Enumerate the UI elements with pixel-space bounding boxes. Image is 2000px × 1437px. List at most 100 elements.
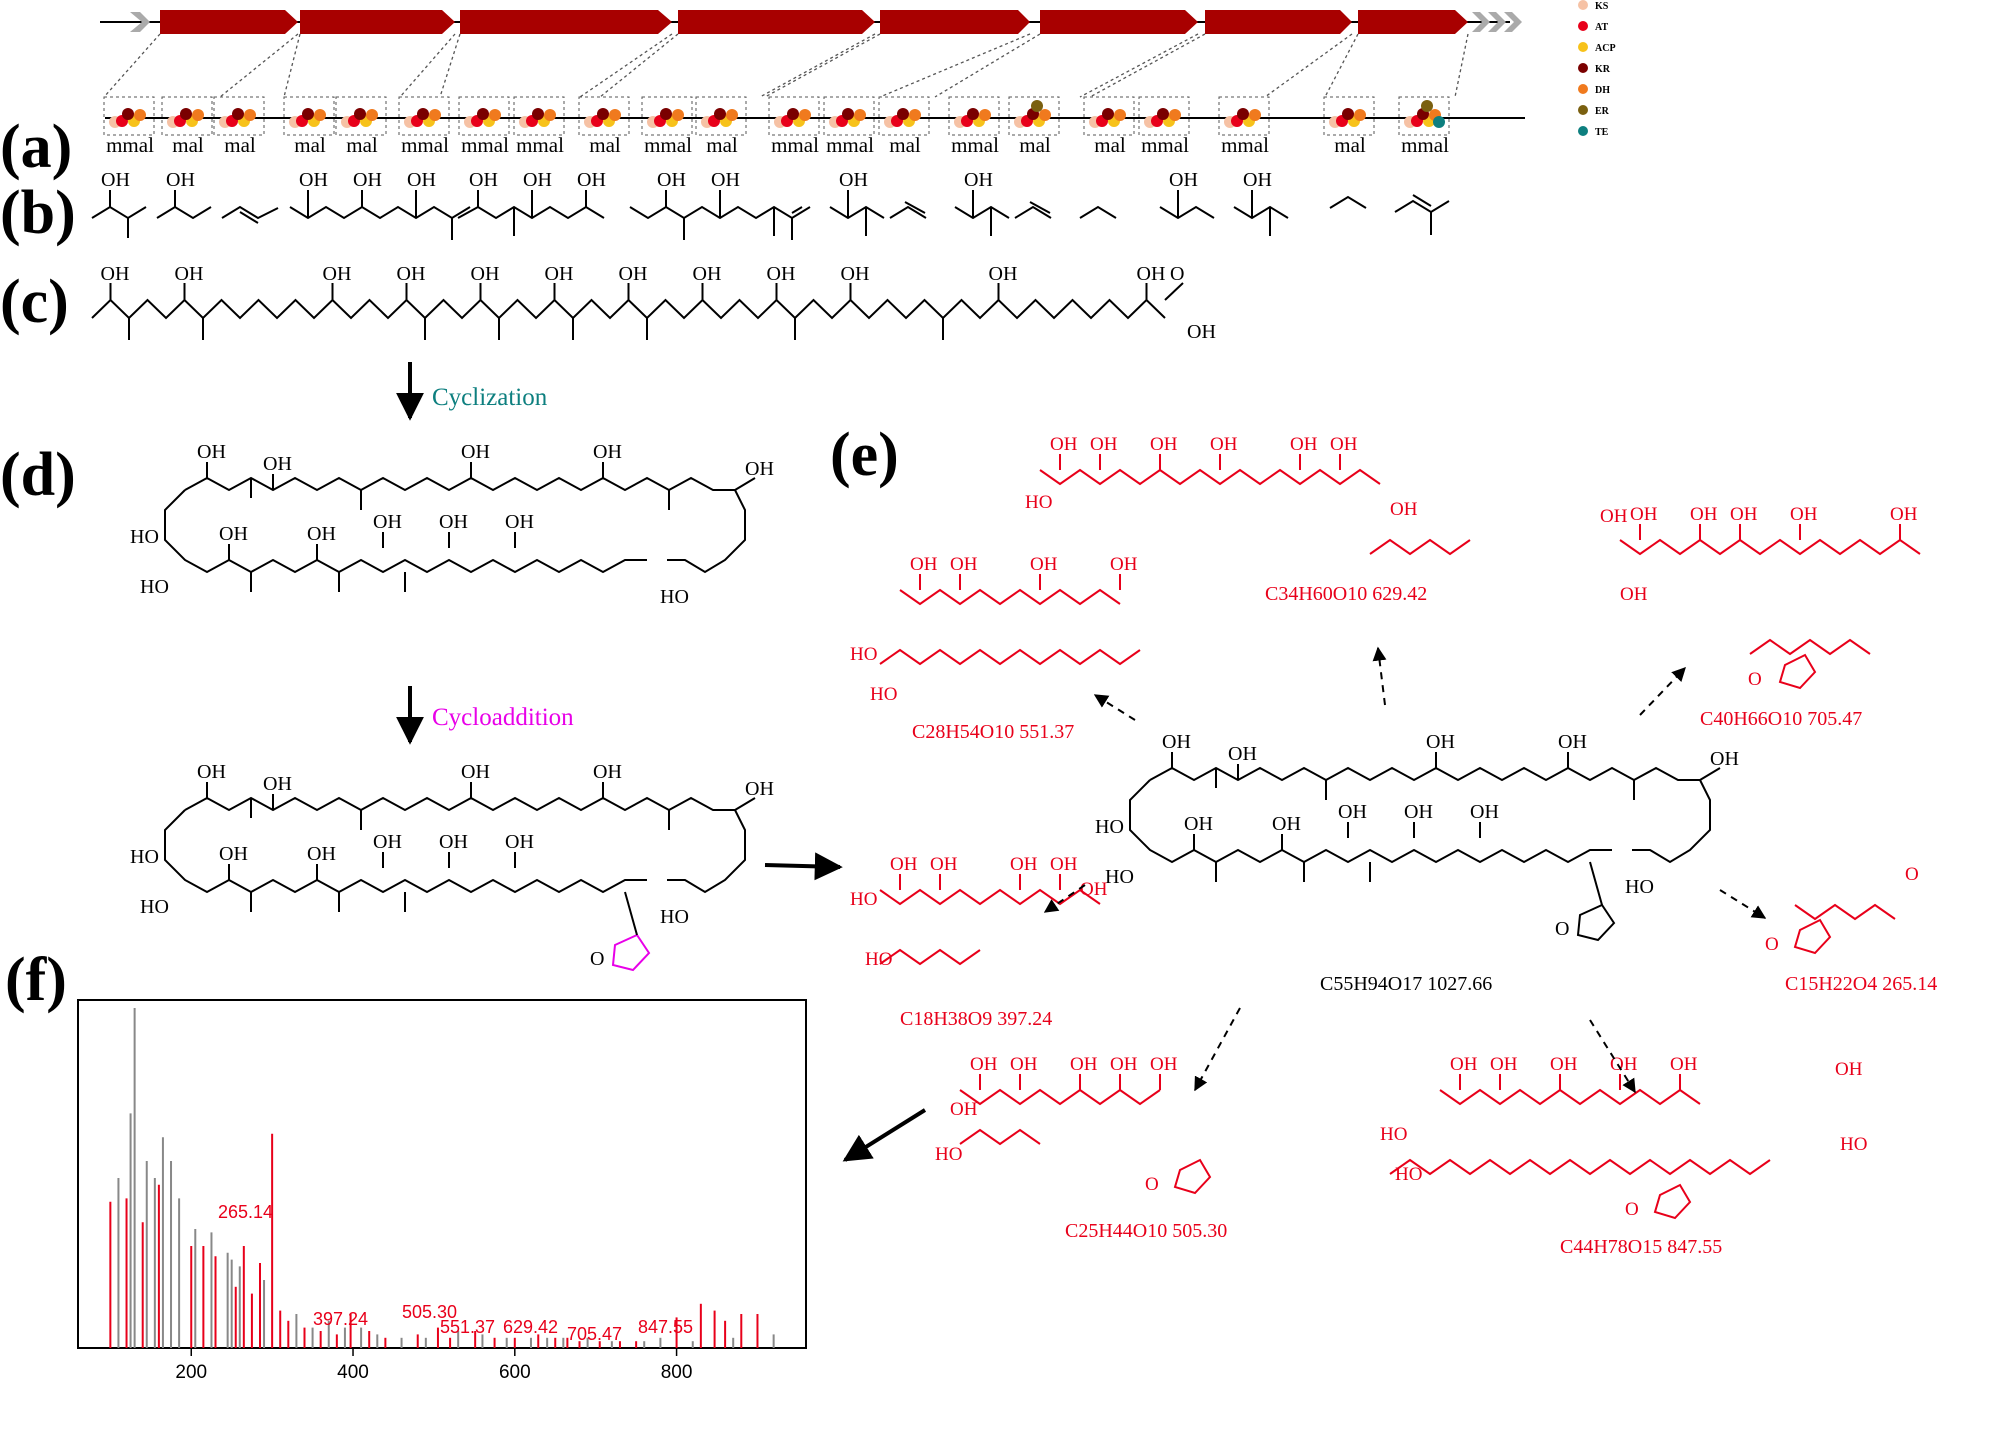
reaction-label-cyclization: Cyclization bbox=[432, 384, 548, 411]
domain-dot bbox=[354, 108, 366, 120]
gene-arrow bbox=[880, 10, 1030, 34]
domain-dot bbox=[180, 108, 192, 120]
module-box bbox=[695, 96, 747, 136]
module-substrate-label: mal bbox=[1019, 133, 1051, 157]
domain-dot bbox=[1102, 108, 1114, 120]
oh-label: OH bbox=[767, 263, 796, 285]
fragment-formula-629: C34H60O10 629.42 bbox=[1265, 583, 1427, 605]
parent-formula: C55H94O17 1027.66 bbox=[1320, 973, 1492, 995]
module-box bbox=[283, 96, 335, 136]
oh-label: OH bbox=[693, 263, 722, 285]
domain-dot bbox=[714, 108, 726, 120]
domain-dot bbox=[192, 109, 204, 121]
module-box bbox=[768, 96, 820, 136]
module-substrate-label: mmal bbox=[951, 133, 999, 157]
oh-label: OH bbox=[1184, 813, 1213, 835]
gene-cluster bbox=[100, 10, 1522, 34]
panel-label-f: (f) bbox=[5, 946, 67, 1014]
x-tick-label: 800 bbox=[661, 1362, 693, 1383]
oxygen-label: O bbox=[1905, 864, 1919, 885]
oh-label: OH bbox=[1558, 731, 1587, 753]
oxygen-label: O bbox=[1625, 1199, 1639, 1220]
gene-arrow bbox=[678, 10, 875, 34]
domain-dot bbox=[1249, 109, 1261, 121]
oh-label: OH bbox=[1210, 434, 1238, 455]
domain-dot bbox=[1433, 116, 1445, 128]
oh-label: OH bbox=[745, 458, 774, 480]
oh-label: OH bbox=[219, 523, 248, 545]
fragmentation-arrows bbox=[1043, 646, 1767, 1094]
oh-label: OH bbox=[439, 511, 468, 533]
fragment-formula-505: C25H44O10 505.30 bbox=[1065, 1220, 1227, 1242]
module-substrate-label: mal bbox=[889, 133, 921, 157]
legend-swatch bbox=[1578, 63, 1588, 73]
module-box bbox=[1083, 96, 1135, 136]
ho-label: HO bbox=[1105, 866, 1134, 888]
oxygen-label: O bbox=[590, 948, 604, 970]
oh-label: OH bbox=[219, 843, 248, 865]
peak-label: 847.55 bbox=[638, 1317, 693, 1337]
domain-dot bbox=[232, 108, 244, 120]
gene-arrow bbox=[1040, 10, 1198, 34]
oxygen-label: O bbox=[1145, 1174, 1159, 1195]
legend-swatch bbox=[1578, 105, 1588, 115]
legend-label: ER bbox=[1595, 106, 1610, 117]
oh-label: OH bbox=[1137, 263, 1166, 285]
oh-label: OH bbox=[1090, 434, 1118, 455]
domain-dot bbox=[979, 109, 991, 121]
domain-dot bbox=[417, 108, 429, 120]
fragment-formula-551: C28H54O10 551.37 bbox=[912, 721, 1074, 743]
domain-dot bbox=[532, 108, 544, 120]
gene-arrow bbox=[1205, 10, 1352, 34]
gene-arrow bbox=[460, 10, 672, 34]
oh-label: OH bbox=[657, 169, 686, 191]
ho-label: HO bbox=[1095, 816, 1124, 838]
oh-label: OH bbox=[166, 169, 195, 191]
module-substrate-label: mal bbox=[1334, 133, 1366, 157]
oh-label: OH bbox=[1690, 504, 1718, 525]
ho-label: HO bbox=[140, 576, 169, 598]
oh-label: OH bbox=[439, 831, 468, 853]
domain-dot bbox=[1031, 100, 1043, 112]
oh-label: OH bbox=[1470, 801, 1499, 823]
oh-label: OH bbox=[101, 263, 130, 285]
oh-label: OH bbox=[841, 263, 870, 285]
module-substrate-label: mal bbox=[706, 133, 738, 157]
domain-dot bbox=[122, 108, 134, 120]
module-box bbox=[641, 96, 693, 136]
module-substrate-label: mal bbox=[294, 133, 326, 157]
oh-label: OH bbox=[1272, 813, 1301, 835]
module-substrate-label: mal bbox=[346, 133, 378, 157]
oh-label: OH bbox=[263, 453, 292, 475]
domain-dot bbox=[726, 109, 738, 121]
oh-label: OH bbox=[1187, 321, 1216, 343]
module-box bbox=[1008, 96, 1060, 136]
module-box bbox=[578, 96, 630, 136]
domain-dot bbox=[489, 109, 501, 121]
domain-dot bbox=[897, 108, 909, 120]
domain-dot bbox=[967, 108, 979, 120]
domain-dot bbox=[1342, 108, 1354, 120]
small-gene-arrow bbox=[1488, 12, 1506, 32]
fragment-structures bbox=[879, 454, 1921, 1220]
module-box bbox=[103, 96, 155, 136]
oh-label: OH bbox=[1600, 506, 1628, 527]
fragment-oh-labels: OH OH OH OH OH OH OH OH OH OH OH OH OH O… bbox=[101, 169, 1272, 191]
fragment-formula-705: C40H66O10 705.47 bbox=[1700, 708, 1862, 730]
oh-label: OH bbox=[1330, 434, 1358, 455]
oh-label: OH bbox=[1835, 1059, 1863, 1080]
module-substrate-label: mmal bbox=[826, 133, 874, 157]
domain-dot bbox=[544, 109, 556, 121]
legend-swatch bbox=[1578, 0, 1588, 10]
module-substrate-label: mal bbox=[589, 133, 621, 157]
small-gene-arrow bbox=[1504, 12, 1522, 32]
domain-dot bbox=[244, 109, 256, 121]
legend-label: DH bbox=[1595, 85, 1610, 96]
domain-dot bbox=[429, 109, 441, 121]
oh-label: OH bbox=[1110, 1054, 1138, 1075]
